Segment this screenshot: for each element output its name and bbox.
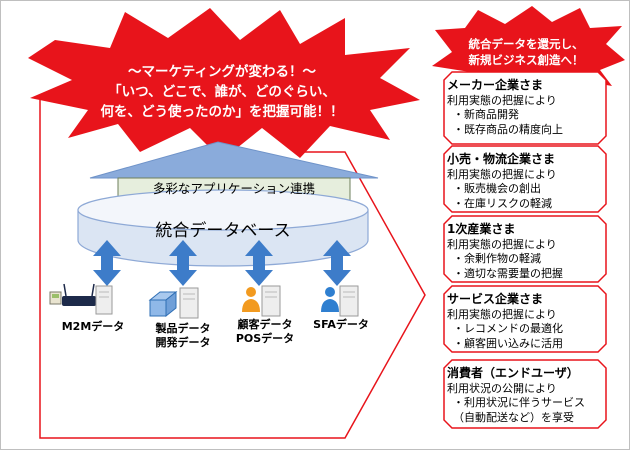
database-label: 統合データベース — [155, 221, 291, 241]
panel-borders — [443, 71, 607, 429]
panel-consumer-line3: （自動配送など）を享受 — [453, 410, 574, 424]
headline-line1: ～マーケティングが変わる！～ — [128, 64, 316, 80]
sync-arrow-3 — [245, 240, 273, 286]
panel-primary-industry: 1次産業さま 利用実態の把握により ・余剰作物の軽減 ・適切な需要量の把握 — [447, 222, 603, 281]
source-product-line1: 製品データ — [155, 322, 211, 335]
sync-arrow-4 — [323, 240, 351, 286]
source-customer-line2: POSデータ — [235, 332, 295, 345]
source-customer-line1: 顧客データ — [237, 318, 293, 331]
panel-consumer: 消費者（エンドユーザ） 利用状況の公開により ・利用状況に伴うサービス （自動配… — [447, 366, 603, 425]
panel-consumer-title: 消費者（エンドユーザ） — [447, 366, 579, 380]
panel-manufacturer-title: メーカー企業さま — [447, 78, 544, 92]
side-headline-line1: 統合データを還元し、 — [468, 37, 584, 51]
panel-border-2 — [443, 145, 607, 213]
source-label-customer: 顧客データ POSデータ — [230, 318, 300, 346]
panel-primary-line1: 利用実態の把握により — [447, 237, 557, 251]
source-m2m-line1: M2Mデータ — [61, 320, 125, 333]
panel-border-3 — [443, 215, 607, 283]
panel-border-1 — [443, 71, 607, 145]
panel-primary-line3: ・適切な需要量の把握 — [453, 266, 563, 280]
m2m-devices-icon — [49, 283, 113, 315]
panel-retail-line3: ・在庫リスクの軽減 — [453, 196, 552, 210]
main-headline: ～マーケティングが変わる！～ 「いつ、どこで、誰が、どのぐらい、 何を、どう使っ… — [62, 62, 382, 122]
panel-consumer-line2: ・利用状況に伴うサービス — [453, 396, 585, 409]
panel-manufacturer-line1: 利用実態の把握により — [447, 93, 557, 107]
side-headline: 統合データを還元し、 新規ビジネス創造へ！ — [440, 36, 612, 68]
sync-arrow-2 — [169, 240, 197, 286]
apps-connection-label: 多彩なアプリケーション連携 — [152, 181, 316, 196]
panel-primary-title: 1次産業さま — [447, 222, 516, 236]
sync-arrow-1 — [93, 240, 121, 286]
panel-service-line3: ・顧客囲い込みに活用 — [453, 336, 563, 350]
customer-person-icon — [242, 285, 281, 317]
source-sfa-line1: SFAデータ — [313, 318, 369, 331]
sfa-person-icon — [321, 285, 359, 317]
product-data-icon — [148, 287, 199, 319]
source-label-sfa: SFAデータ — [306, 318, 376, 332]
headline-line3: 何を、どう使ったのか」を把握可能！！ — [100, 104, 344, 120]
source-product-line2: 開発データ — [155, 336, 211, 349]
panel-border-5 — [443, 359, 607, 429]
panel-manufacturer-line3: ・既存商品の精度向上 — [453, 122, 563, 136]
panel-retail-line1: 利用実態の把握により — [447, 167, 557, 181]
panel-service-line1: 利用実態の把握により — [447, 307, 557, 321]
source-label-product: 製品データ 開発データ — [148, 322, 218, 350]
panel-service-title: サービス企業さま — [447, 292, 544, 306]
panel-border-4 — [443, 285, 607, 353]
panel-retail-line2: ・販売機会の創出 — [453, 182, 541, 195]
panel-service-line2: ・レコメンドの最適化 — [453, 322, 563, 335]
main-starburst — [28, 8, 420, 160]
panel-consumer-line1: 利用状況の公開により — [447, 381, 557, 395]
panel-service: サービス企業さま 利用実態の把握により ・レコメンドの最適化 ・顧客囲い込みに活… — [447, 292, 603, 351]
panel-manufacturer-line2: ・新商品開発 — [453, 108, 519, 121]
panel-primary-line2: ・余剰作物の軽減 — [453, 252, 541, 265]
panel-retail: 小売・物流企業さま 利用実態の把握により ・販売機会の創出 ・在庫リスクの軽減 — [447, 152, 603, 211]
side-headline-line2: 新規ビジネス創造へ！ — [468, 53, 584, 67]
database-cylinder — [77, 189, 369, 267]
sync-arrows — [93, 240, 351, 286]
source-label-m2m: M2Mデータ — [58, 320, 128, 334]
panel-manufacturer: メーカー企業さま 利用実態の把握により ・新商品開発 ・既存商品の精度向上 — [447, 78, 603, 137]
headline-line2: 「いつ、どこで、誰が、どのぐらい、 — [108, 84, 336, 100]
left-frame-outline — [39, 95, 426, 439]
panel-retail-title: 小売・物流企業さま — [447, 152, 556, 166]
